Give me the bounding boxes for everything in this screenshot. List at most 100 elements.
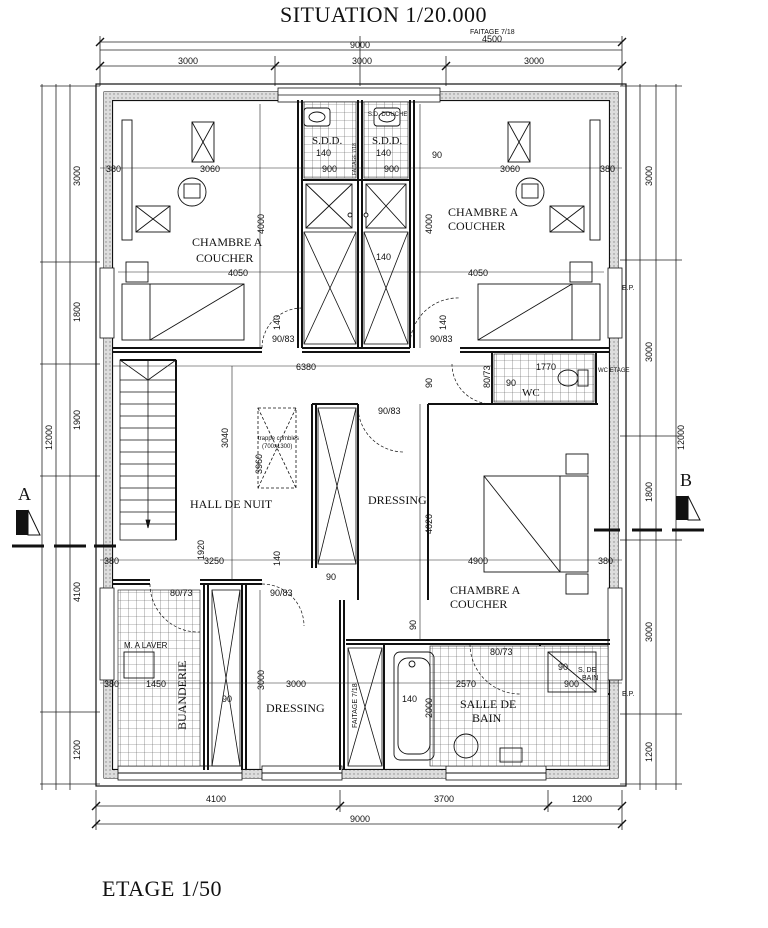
dim-90-e: 90 (558, 662, 568, 672)
room-labels: CHAMBRE A COUCHER CHAMBRE A COUCHER CHAM… (18, 29, 692, 730)
label-buanderie: BUANDERIE (175, 661, 189, 730)
dim-h2000: 2000 (424, 698, 434, 718)
label-chambre-right-2: COUCHER (448, 219, 505, 233)
dim-140-d: 140 (272, 551, 282, 566)
dim-hall-width: 6380 (296, 362, 316, 372)
label-sdd-right-tag: S.D. DOUCHE (368, 112, 407, 118)
label-salle-de-bain-1: SALLE DE (460, 697, 516, 711)
label-dressing-center: DRESSING (368, 493, 427, 507)
dim-right-1: 3000 (644, 166, 654, 186)
situation-title: SITUATION 1/20.000 (280, 2, 487, 27)
dim-h4000-r: 4000 (424, 214, 434, 234)
dim-90-f: 90 (222, 694, 232, 704)
dim-90-c: 90 (326, 572, 336, 582)
dim-top-total: 9000 (350, 40, 370, 50)
dim-right-3: 1800 (644, 482, 654, 502)
dimension-lines (40, 36, 682, 830)
dim-door-9083-c: 90/83 (378, 406, 401, 416)
dim-top-faitage: 4500 (482, 34, 502, 44)
dim-row3-left: 3250 (204, 556, 224, 566)
interior-dimension-lines (100, 104, 622, 770)
section-marker-b (594, 495, 704, 532)
dim-90-d: 90 (408, 620, 418, 630)
dim-right-5: 1200 (644, 742, 654, 762)
dim-right-4: 3000 (644, 622, 654, 642)
dim-sdd-left-w: 900 (322, 164, 337, 174)
dim-side-380-r: 380 (600, 164, 615, 174)
label-trappe-1: trappe combles (258, 436, 299, 442)
label-chambre-left-1: CHAMBRE A (192, 235, 263, 249)
label-wc: WC (522, 387, 540, 399)
dim-side-380-l2: 380 (104, 556, 119, 566)
dim-row1-left: 3060 (200, 164, 220, 174)
door-swings (149, 297, 521, 695)
section-letter-a: A (18, 484, 31, 504)
dim-row1-right: 3060 (500, 164, 520, 174)
dim-90-b: 90 (424, 378, 434, 388)
label-sdd-left: S.D.D. (312, 135, 343, 147)
dim-140-a: 140 (272, 315, 282, 330)
closets (211, 231, 409, 767)
dim-left-2: 1800 (72, 302, 82, 322)
dim-door-9083-b: 90/83 (430, 334, 453, 344)
label-s-de-bain-2: BAIN (582, 675, 598, 682)
label-faitage-top: FAITAGE 7/18 (470, 29, 515, 36)
section-letter-b: B (680, 470, 692, 490)
dim-top-3: 3000 (524, 56, 544, 66)
dim-h3000-low: 3000 (256, 670, 266, 690)
dim-top-2: 3000 (352, 56, 372, 66)
dim-row3-right: 4900 (468, 556, 488, 566)
dim-row4-mid: 3000 (286, 679, 306, 689)
dim-row2-left: 4050 (228, 268, 248, 278)
label-wc-etage: WC ETAGE (598, 368, 630, 374)
dim-left-total: 12000 (44, 425, 54, 450)
dim-row4-right: 2570 (456, 679, 476, 689)
label-chambre-left-2: COUCHER (196, 251, 253, 265)
dim-dressing-height: 4020 (424, 514, 434, 534)
dim-sdd-right-mid: 140 (376, 148, 391, 158)
exterior-dimension-text: 9000 4500 3000 3000 3000 4100 3700 1200 … (44, 34, 686, 824)
dim-door-8073-b: 80/73 (490, 647, 513, 657)
dim-1920: 1920 (196, 540, 206, 560)
tiled-floors (117, 101, 609, 767)
label-chambre-lower-2: COUCHER (450, 597, 507, 611)
dim-bottom-3: 1200 (572, 794, 592, 804)
label-ep-lower: E.P. (622, 691, 634, 698)
dim-wc-width: 1770 (536, 362, 556, 372)
dim-140-c: 140 (376, 252, 391, 262)
section-marker-a (12, 509, 116, 548)
dim-left-1: 3000 (72, 166, 82, 186)
label-sdd-right: S.D.D. (372, 135, 403, 147)
label-hall: HALL DE NUIT (190, 497, 273, 511)
dim-bottom-1: 4100 (206, 794, 226, 804)
dim-row4-left: 1450 (146, 679, 166, 689)
dim-90-a: 90 (432, 150, 442, 160)
dim-door-8073: 80/73 (170, 588, 193, 598)
dim-left-5: 1200 (72, 740, 82, 760)
dim-door-9083-d: 90/83 (270, 588, 293, 598)
dim-h4000-l: 4000 (256, 214, 266, 234)
furniture (121, 119, 601, 763)
dim-bottom-total: 9000 (350, 814, 370, 824)
dim-right-total: 12000 (676, 425, 686, 450)
label-chambre-right-1: CHAMBRE A (448, 205, 519, 219)
dim-side-380-r2: 380 (598, 556, 613, 566)
label-salle-de-bain-2: BAIN (472, 711, 502, 725)
dim-left-4: 4100 (72, 582, 82, 602)
dim-s-de-bain-w: 900 (564, 679, 579, 689)
dim-140-e: 140 (402, 694, 417, 704)
dim-sdd-right-w: 900 (384, 164, 399, 174)
dim-hall-height: 3040 (220, 428, 230, 448)
label-faitage-wall: FAITAGE 7/18 (352, 143, 358, 175)
dim-wc-90: 90 (506, 378, 516, 388)
dim-wc-door: 80/73 (482, 365, 492, 388)
label-ep-upper: E.P. (622, 285, 634, 292)
staircase (119, 359, 177, 541)
label-trappe-2: (700x1300) (262, 444, 292, 450)
dim-140-b: 140 (438, 315, 448, 330)
dim-side-380-l3: 380 (104, 679, 119, 689)
dim-door-9083-a: 90/83 (272, 334, 295, 344)
dimension-ticks (91, 37, 627, 829)
interior-walls (112, 100, 610, 770)
